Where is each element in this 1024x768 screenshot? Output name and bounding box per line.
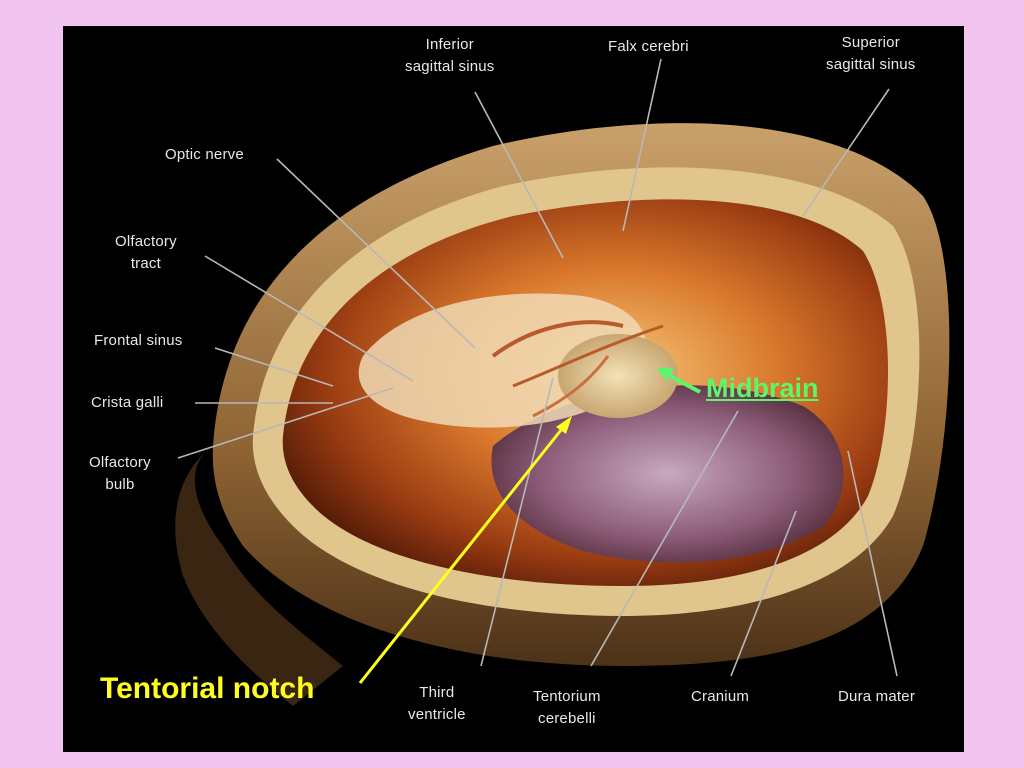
label-olfactory-bulb: Olfactory bulb [89, 454, 151, 493]
midbrain-structure [558, 334, 678, 418]
label-crista-galli: Crista galli [91, 394, 164, 411]
label-tentorium-cerebelli: Tentorium cerebelli [533, 688, 601, 727]
label-optic-nerve: Optic nerve [165, 146, 244, 163]
label-third-ventricle: Third ventricle [408, 684, 466, 723]
label-olfactory-tract: Olfactory tract [115, 233, 177, 272]
midbrain-label: Midbrain [706, 373, 819, 403]
posterior-fossa [491, 385, 844, 563]
label-cranium: Cranium [691, 688, 750, 705]
face-profile [175, 446, 343, 706]
label-frontal-sinus: Frontal sinus [94, 332, 183, 349]
skull-cross-section-illustration [175, 58, 950, 706]
tentorial-notch-label: Tentorial notch [100, 672, 315, 705]
label-superior-sagittal-sinus: Superior sagittal sinus [826, 34, 916, 73]
label-falx-cerebri: Falx cerebri [608, 38, 689, 55]
label-dura-mater: Dura mater [838, 688, 916, 705]
anatomy-photo: Inferior sagittal sinus Falx cerebri Sup… [63, 26, 964, 752]
label-inferior-sagittal-sinus: Inferior sagittal sinus [405, 36, 495, 75]
